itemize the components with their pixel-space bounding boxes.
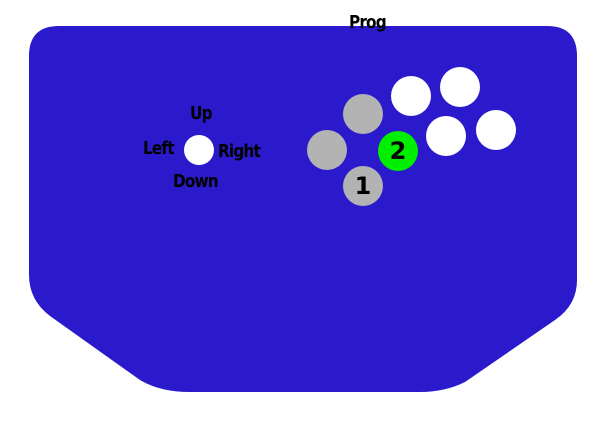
- button-gray-left[interactable]: [307, 130, 347, 170]
- button-white-2[interactable]: [440, 67, 480, 107]
- button-gray-top[interactable]: [343, 94, 383, 134]
- button-2[interactable]: 2: [378, 131, 418, 171]
- up-label: Up: [190, 103, 213, 124]
- button-1[interactable]: 1: [343, 166, 383, 206]
- prog-label: Prog: [349, 12, 387, 33]
- left-label: Left: [143, 138, 175, 159]
- button-white-1[interactable]: [391, 76, 431, 116]
- joystick[interactable]: [184, 135, 214, 165]
- button-white-4[interactable]: [476, 110, 516, 150]
- down-label: Down: [173, 171, 219, 192]
- button-white-3[interactable]: [426, 116, 466, 156]
- right-label: Right: [218, 141, 261, 162]
